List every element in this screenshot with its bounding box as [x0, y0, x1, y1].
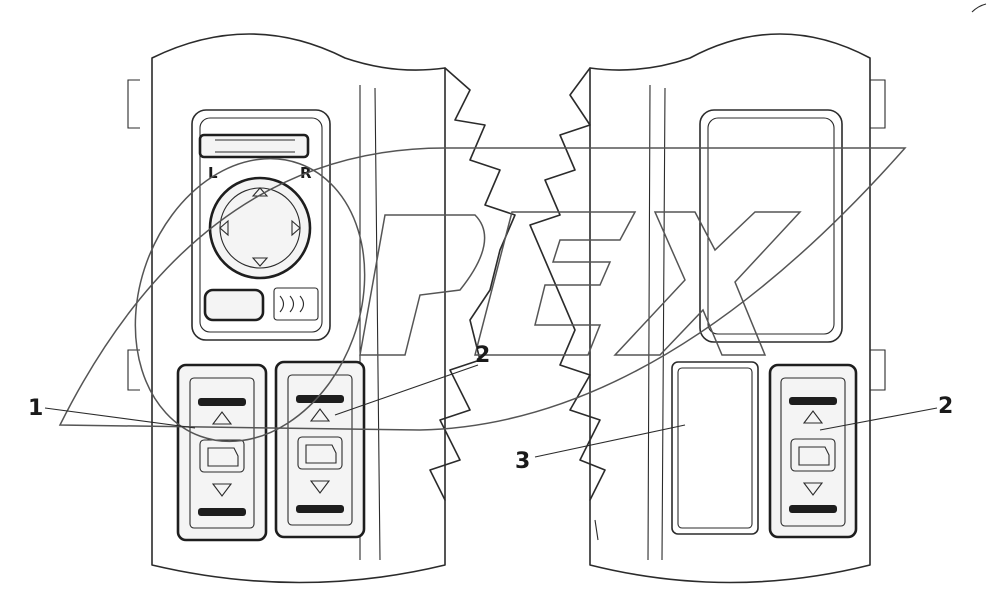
window-switch-2-left [274, 360, 366, 539]
callout-label-1: 1 [28, 396, 43, 421]
callout-label-2a: 2 [475, 343, 490, 368]
left-door-panel [127, 33, 516, 584]
callout-label-2b: 2 [938, 394, 953, 419]
callout-1: 1 [28, 396, 196, 429]
mirror-control-module: L R [191, 109, 331, 341]
blank-plug-3 [671, 361, 759, 535]
corner-mark [971, 3, 987, 13]
callout-2b: 2 [819, 394, 953, 431]
watermark-logo [58, 147, 907, 443]
window-switch-1 [176, 363, 268, 542]
window-switch-2-right [768, 363, 858, 539]
callout-3: 3 [515, 424, 686, 474]
mirror-label-left: L [208, 164, 218, 182]
callout-label-3: 3 [515, 449, 530, 474]
callout-2a: 2 [334, 343, 490, 416]
blank-cover-top [699, 109, 843, 343]
right-door-panel [529, 33, 886, 584]
